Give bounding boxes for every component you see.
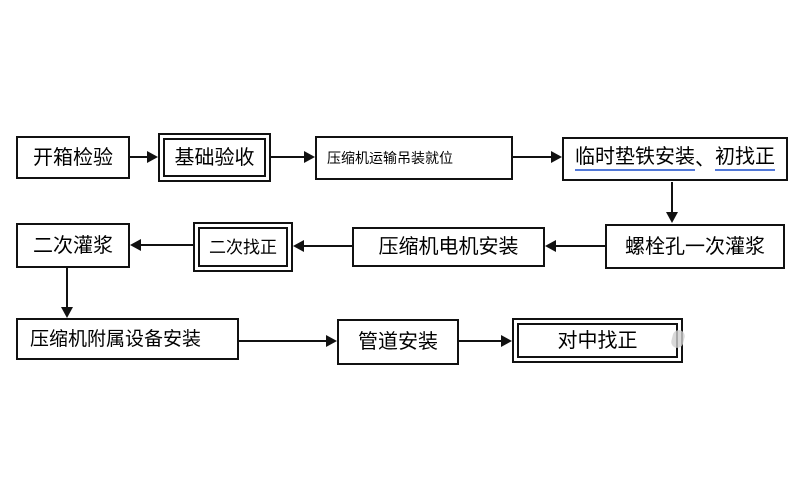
flow-node-compressor-motor-installation: 压缩机电机安装 [352,227,545,267]
arrowhead-right-icon [147,151,158,163]
flow-node-label-underlined: 初找正 [715,147,775,171]
flow-node-second-grouting: 二次灌浆 [16,223,130,268]
flow-node-bolt-hole-first-grouting: 螺栓孔一次灌浆 [605,224,785,269]
flow-node-label-underlined: 临时垫铁安装 [575,147,695,171]
arrow-line-3-4 [671,182,673,212]
flow-node-compressor-auxiliary-equipment-installation: 压缩机附属设备安装 [16,318,239,360]
flow-node-label: 压缩机运输吊装就位 [327,150,453,166]
arrow-line-0-1 [130,156,147,158]
flow-node-label: 二次找正 [209,237,277,257]
arrowhead-left-icon [545,240,556,252]
flow-node-second-alignment: 二次找正 [193,222,293,272]
flow-node-inner-border: 对中找正 [517,323,678,358]
flow-node-compressor-transport-hoisting: 压缩机运输吊装就位 [315,136,513,180]
flow-node-label-separator: 、 [695,148,715,170]
flow-node-inner-border: 二次找正 [198,227,288,267]
flow-node-open-box-inspection: 开箱检验 [16,136,130,179]
flow-node-label: 螺栓孔一次灌浆 [625,235,765,258]
arrowhead-right-icon [304,151,315,163]
arrow-line-4-5 [556,245,605,247]
arrow-line-9-10 [459,340,501,342]
flow-node-label: 二次灌浆 [33,234,113,257]
flow-node-pipeline-installation: 管道安装 [337,319,459,365]
flow-node-label: 压缩机附属设备安装 [30,328,202,350]
flow-node-centering-alignment: 对中找正 [512,318,683,363]
flow-node-foundation-acceptance: 基础验收 [158,133,271,182]
arrowhead-left-icon [293,240,304,252]
arrow-line-5-6 [304,245,352,247]
flow-node-label: 对中找正 [557,329,638,352]
arrow-line-2-3 [513,156,551,158]
arrow-line-7-8 [66,268,68,307]
arrow-line-8-9 [239,340,326,342]
flow-node-label: 管道安装 [358,331,438,353]
arrowhead-right-icon [551,151,562,163]
flow-node-inner-border: 基础验收 [163,138,266,177]
flow-node-label: 开箱检验 [33,146,113,169]
arrow-line-6-7 [141,244,193,246]
flow-node-label: 基础验收 [174,146,255,169]
arrow-line-1-2 [271,156,304,158]
arrowhead-down-icon [61,307,73,318]
flow-node-label: 压缩机电机安装 [378,236,519,258]
flow-node-temporary-shim-install-initial-alignment: 临时垫铁安装、初找正 [562,137,788,181]
arrowhead-right-icon [501,335,512,347]
arrowhead-left-icon [130,239,141,251]
arrowhead-down-icon [666,212,678,223]
arrowhead-right-icon [326,335,337,347]
